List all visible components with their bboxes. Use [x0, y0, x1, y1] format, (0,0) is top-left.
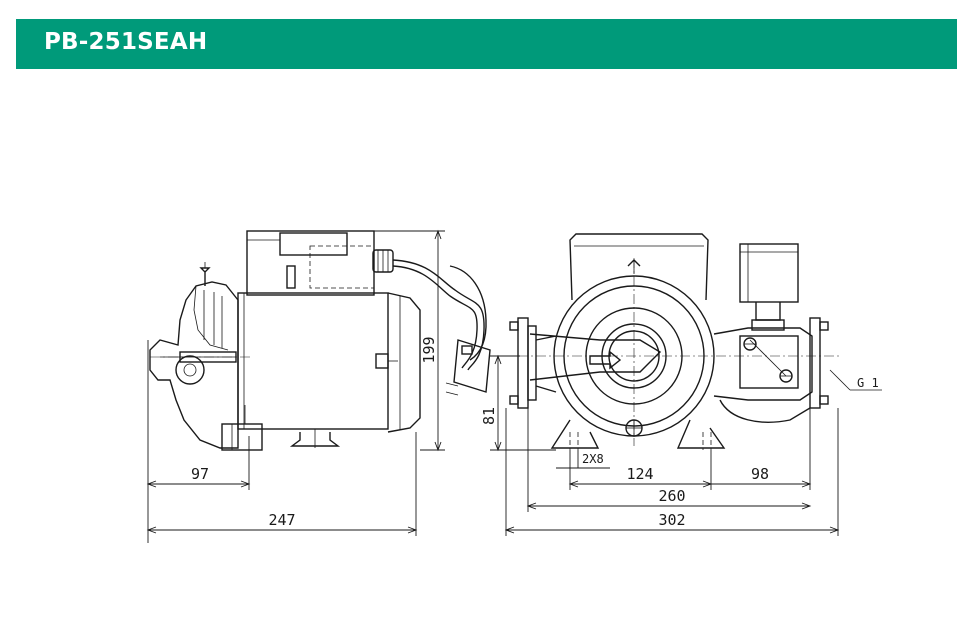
front-view: G 1 — [500, 233, 882, 450]
dim-inlet-offset-label: 97 — [191, 465, 209, 483]
dim-height-label: 199 — [420, 336, 438, 363]
side-view — [149, 230, 491, 451]
side-view-dimensions: 199 97 247 — [146, 229, 445, 543]
dim-total-width-label: 302 — [658, 511, 685, 529]
dim-bolt-holes-label: 2X8 — [582, 452, 604, 466]
page-title: PB-251SEAH — [44, 29, 208, 55]
title-bar: PB-251SEAH — [16, 19, 957, 69]
dim-inlet-height-label: 81 — [480, 407, 498, 425]
thread-label: G 1 — [857, 376, 879, 390]
front-view-dimensions: 81 2X8 124 98 260 302 — [480, 354, 840, 536]
dim-total-depth-label: 247 — [268, 511, 295, 529]
dim-right-center-label: 98 — [751, 465, 769, 483]
dim-foot-span-label: 260 — [658, 487, 685, 505]
dim-left-center-label: 124 — [626, 465, 653, 483]
